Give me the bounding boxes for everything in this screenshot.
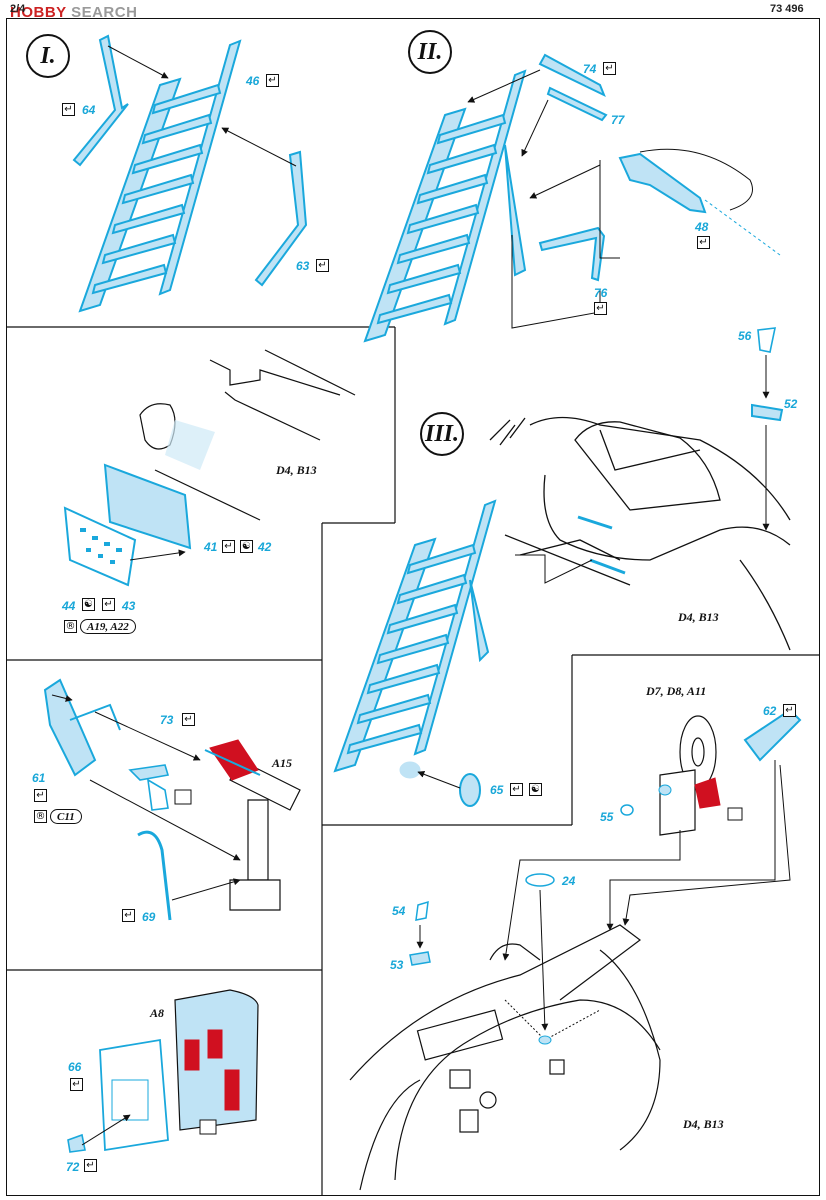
bend-icon: ↵ — [603, 62, 616, 75]
nose-gear — [659, 715, 717, 836]
bend-icon: ↵ — [34, 789, 47, 802]
part-66: 66 — [68, 1060, 82, 1074]
ref-d4-b13: D4, B13 — [678, 610, 719, 624]
step3-ladder — [334, 500, 496, 772]
yin-yang-icon: ☯ — [82, 598, 95, 611]
yin-yang-icon: ☯ — [240, 540, 253, 553]
remove-icon: ® — [64, 620, 77, 633]
step-1-label: I. — [26, 34, 70, 78]
bend-icon: ↵ — [510, 783, 523, 796]
part-64-shape — [72, 34, 129, 167]
bend-icon: ↵ — [594, 302, 607, 315]
part-64: 64 — [82, 103, 96, 117]
part-24: 24 — [562, 874, 576, 888]
part-69: 69 — [142, 910, 156, 924]
product-code: 73 496 — [770, 3, 804, 15]
bend-icon: ↵ — [316, 259, 329, 272]
part-48: 48 — [695, 220, 709, 234]
bend-icon: ↵ — [783, 704, 796, 717]
part-65: 65 — [490, 783, 504, 797]
yin-yang-icon: ☯ — [529, 783, 542, 796]
ref-d4-b13: D4, B13 — [683, 1117, 724, 1131]
page-frame — [6, 18, 820, 1196]
part-72: 72 — [66, 1160, 80, 1174]
panel-66 — [99, 1038, 169, 1152]
part-55: 55 — [600, 810, 614, 824]
bend-icon: ↵ — [122, 909, 135, 922]
wire-69 — [137, 830, 172, 921]
part-53: 53 — [390, 958, 404, 972]
bend-icon: ↵ — [62, 103, 75, 116]
bend-icon: ↵ — [102, 598, 115, 611]
strut-a15 — [229, 759, 301, 911]
bend-icon: ↵ — [182, 713, 195, 726]
page-number: 2/4 — [10, 3, 26, 15]
bend-icon: ↵ — [84, 1159, 97, 1172]
ref-c11: C11 — [50, 809, 82, 824]
part-52: 52 — [784, 397, 798, 411]
part-44: 44 — [62, 599, 76, 613]
part-77-shape — [546, 86, 608, 122]
part-63: 63 — [296, 259, 310, 273]
bend-icon: ↵ — [222, 540, 235, 553]
ref-a19-a22: A19, A22 — [80, 619, 136, 634]
bend-icon: ↵ — [70, 1078, 83, 1091]
part-56: 56 — [738, 329, 752, 343]
part-74: 74 — [583, 62, 597, 76]
part-42: 42 — [258, 540, 272, 554]
part-43: 43 — [122, 599, 136, 613]
step-2-label: II. — [408, 30, 452, 74]
step2-ladder — [364, 70, 527, 342]
fuselage-sketch-b — [349, 924, 661, 1191]
part-74-shape — [538, 53, 606, 98]
step-3-label: III. — [420, 412, 464, 456]
part-61: 61 — [32, 771, 46, 785]
part-41: 41 — [204, 540, 218, 554]
part-62: 62 — [763, 704, 777, 718]
bend-icon: ↵ — [697, 236, 710, 249]
ref-a15: A15 — [272, 756, 293, 770]
watermark: HOBBY SEARCH — [10, 4, 138, 21]
part-63-shape — [254, 150, 308, 287]
gear-door-61 — [43, 678, 97, 777]
fuselage-sketch-a — [139, 349, 356, 521]
part-77: 77 — [611, 113, 625, 127]
ref-a8: A8 — [150, 1006, 165, 1020]
part-76-shape — [538, 226, 606, 282]
section-dividers — [6, 326, 820, 1196]
part-54: 54 — [392, 904, 406, 918]
ref-d7-d8-a11: D7, D8, A11 — [646, 684, 707, 698]
cockpit-sketch — [489, 416, 791, 651]
bend-icon: ↵ — [266, 74, 279, 87]
part-73: 73 — [160, 713, 174, 727]
ref-d4-b13: D4, B13 — [276, 463, 317, 477]
part-46: 46 — [246, 74, 260, 88]
part-76: 76 — [594, 286, 608, 300]
part-48-shape — [618, 152, 707, 214]
remove-icon: ® — [34, 810, 47, 823]
step1-ladder — [79, 40, 241, 312]
red-part-a15 — [209, 739, 259, 781]
panel-43 — [63, 506, 137, 587]
panel-41 — [103, 463, 192, 550]
